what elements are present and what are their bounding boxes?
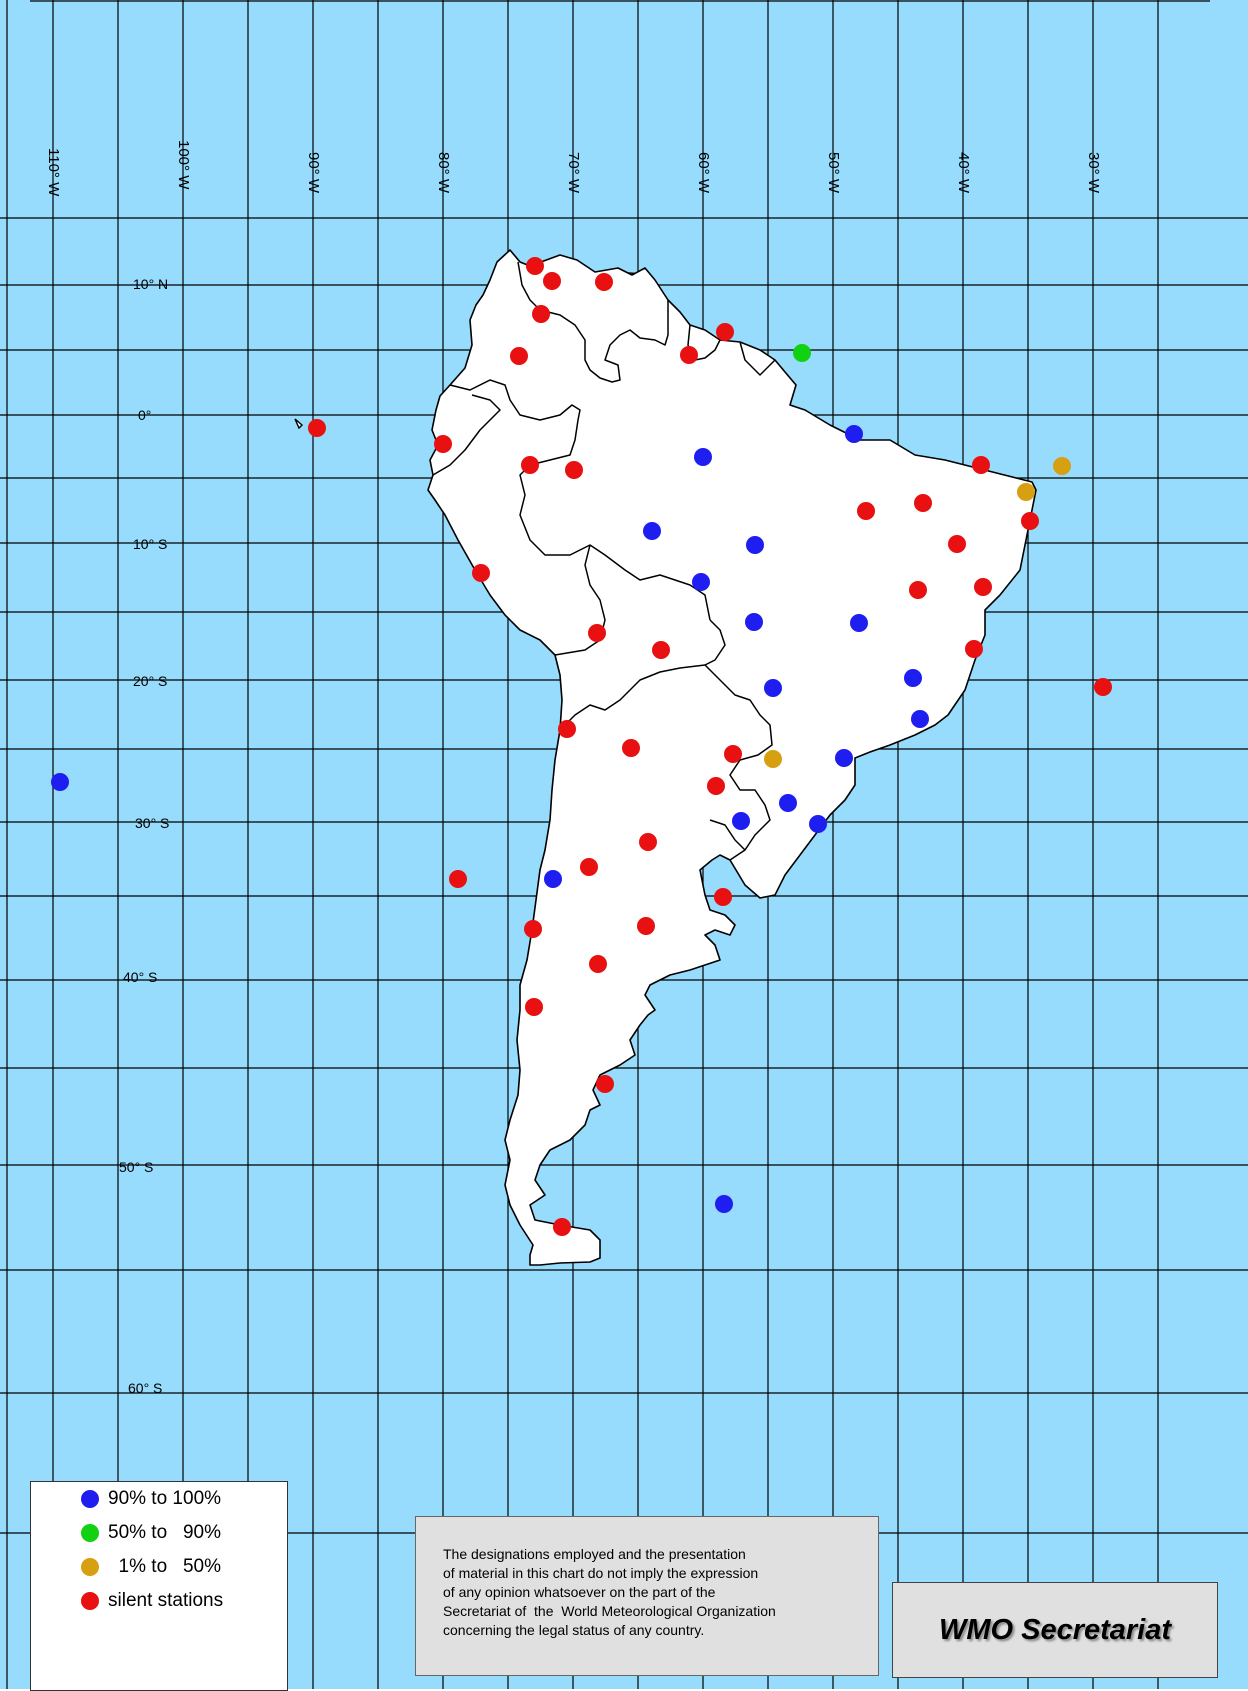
station-marker-silent <box>1021 512 1039 530</box>
station-marker-silent <box>707 777 725 795</box>
latitude-label: 50° S <box>119 1159 153 1175</box>
longitude-label: 110° W <box>45 148 62 197</box>
station-marker-high <box>745 613 763 631</box>
station-marker-mid <box>793 344 811 362</box>
latitude-label: 10° S <box>133 536 167 552</box>
station-marker-high <box>715 1195 733 1213</box>
station-marker-high <box>732 812 750 830</box>
station-marker-silent <box>857 502 875 520</box>
station-marker-high <box>911 710 929 728</box>
station-marker-silent <box>914 494 932 512</box>
legend-item-50-90: 50% to 90% <box>81 1518 221 1548</box>
station-marker-silent <box>595 273 613 291</box>
station-marker-silent <box>553 1218 571 1236</box>
disclaimer-note: The designations employed and the presen… <box>415 1516 879 1676</box>
station-marker-silent <box>510 347 528 365</box>
legend-label: silent stations <box>108 1589 224 1611</box>
station-marker-low <box>1017 483 1035 501</box>
legend: 90% to 100% 50% to 90% 1% to 50% silent … <box>30 1481 288 1691</box>
station-marker-silent <box>909 581 927 599</box>
station-marker-high <box>809 815 827 833</box>
station-marker-high <box>850 614 868 632</box>
stations <box>51 257 1112 1236</box>
station-marker-high <box>746 536 764 554</box>
station-marker-silent <box>558 720 576 738</box>
grid-labels: 110° W 100° W 90° W 80° W 70° W 60° W 50° W 40°… <box>45 140 1102 1396</box>
station-marker-silent <box>434 435 452 453</box>
longitude-label: 40° W <box>955 152 972 194</box>
longitude-label: 80° W <box>435 152 452 194</box>
legend-label: 90% to 100% <box>108 1487 222 1509</box>
station-marker-silent <box>714 888 732 906</box>
station-marker-silent <box>1094 678 1112 696</box>
station-marker-high <box>904 669 922 687</box>
station-marker-silent <box>526 257 544 275</box>
latitude-label: 30° S <box>135 815 169 831</box>
station-marker-silent <box>622 739 640 757</box>
longitude-label: 90° W <box>305 152 322 194</box>
longitude-label: 100° W <box>175 140 192 190</box>
station-marker-silent <box>543 272 561 290</box>
station-marker-silent <box>589 955 607 973</box>
station-marker-silent <box>580 858 598 876</box>
station-marker-silent <box>449 870 467 888</box>
legend-label: 50% to 90% <box>108 1521 222 1543</box>
station-marker-low <box>764 750 782 768</box>
credit-box: WMO Secretariat <box>892 1582 1218 1678</box>
station-marker-high <box>694 448 712 466</box>
red-dot-icon <box>81 1591 99 1610</box>
station-marker-high <box>835 749 853 767</box>
station-marker-silent <box>472 564 490 582</box>
station-marker-silent <box>524 920 542 938</box>
longitude-label: 60° W <box>695 152 712 194</box>
station-marker-silent <box>525 998 543 1016</box>
island-outline <box>294 418 304 430</box>
legend-item-silent: silent stations <box>81 1586 223 1616</box>
latitude-label: 10° N <box>133 276 168 292</box>
legend-item-90-100: 90% to 100% <box>81 1484 221 1514</box>
station-marker-silent <box>532 305 550 323</box>
station-marker-silent <box>680 346 698 364</box>
station-marker-silent <box>521 456 539 474</box>
orange-dot-icon <box>81 1557 99 1576</box>
station-marker-silent <box>716 323 734 341</box>
station-marker-silent <box>972 456 990 474</box>
station-marker-silent <box>965 640 983 658</box>
station-marker-high <box>51 773 69 791</box>
wmo-secretariat-title: WMO Secretariat <box>938 1613 1172 1646</box>
station-marker-silent <box>588 624 606 642</box>
station-marker-silent <box>637 917 655 935</box>
station-marker-silent <box>948 535 966 553</box>
longitude-label: 50° W <box>825 152 842 194</box>
legend-label: 1% to 50% <box>108 1555 222 1577</box>
station-marker-high <box>779 794 797 812</box>
longitude-label: 70° W <box>565 152 582 194</box>
station-marker-silent <box>596 1075 614 1093</box>
longitude-label: 30° W <box>1085 152 1102 194</box>
latitude-label: 40° S <box>123 969 157 985</box>
station-marker-high <box>643 522 661 540</box>
station-marker-low <box>1053 457 1071 475</box>
country-borders <box>432 261 776 861</box>
latitude-label: 0° <box>138 407 151 423</box>
latitude-label: 20° S <box>133 673 167 689</box>
station-marker-silent <box>724 745 742 763</box>
station-marker-silent <box>639 833 657 851</box>
station-marker-silent <box>974 578 992 596</box>
station-marker-high <box>692 573 710 591</box>
green-dot-icon <box>81 1523 99 1542</box>
station-marker-silent <box>652 641 670 659</box>
blue-dot-icon <box>81 1489 99 1508</box>
station-marker-high <box>845 425 863 443</box>
latitude-label: 60° S <box>128 1380 162 1396</box>
station-marker-silent <box>308 419 326 437</box>
station-marker-high <box>764 679 782 697</box>
station-marker-silent <box>565 461 583 479</box>
legend-item-1-50: 1% to 50% <box>81 1552 221 1582</box>
station-marker-high <box>544 870 562 888</box>
